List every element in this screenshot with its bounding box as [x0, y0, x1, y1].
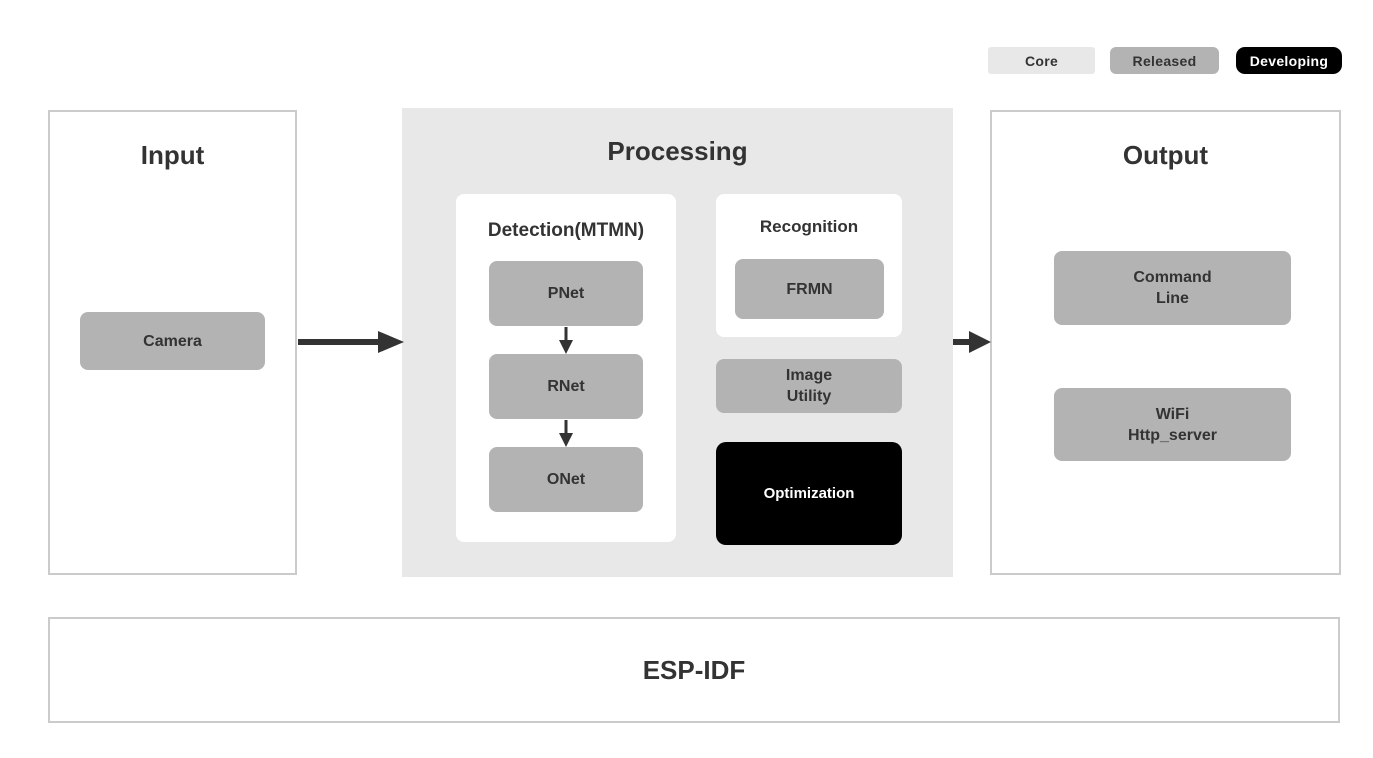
node-frmn: FRMN — [735, 259, 884, 319]
output-section-title: Output — [1122, 140, 1209, 170]
node-camera-label: Camera — [143, 332, 202, 350]
node-rnet-label: RNet — [547, 378, 585, 395]
node-camera: Camera — [80, 312, 265, 370]
node-pnet: PNet — [489, 261, 643, 326]
espidf-section-title: ESP-IDF — [642, 654, 746, 685]
node-optimization-label: Optimization — [763, 485, 855, 502]
input-section-title: Input — [140, 140, 205, 170]
node-optimization: Optimization — [716, 442, 902, 545]
legend-chip-developing: Developing — [1236, 47, 1342, 74]
detection-group-title: Detection(MTMN) — [487, 220, 645, 241]
node-command-line-label-line2: Line — [1156, 290, 1189, 307]
arrow-input-to-processing — [298, 331, 404, 353]
node-wifi-label-line2: Http_server — [1128, 426, 1217, 444]
legend-chip-released: Released — [1110, 47, 1219, 74]
output-section: Output — [990, 110, 1341, 575]
node-wifi-http-server: WiFi Http_server — [1054, 388, 1291, 461]
espidf-section: ESP-IDF — [48, 617, 1340, 723]
node-wifi-label-line1: WiFi — [1155, 405, 1190, 423]
node-image-utility-label-line1: Image — [785, 367, 833, 384]
node-onet-label: ONet — [546, 471, 586, 488]
node-onet: ONet — [489, 447, 643, 512]
arrow-processing-to-output — [953, 331, 991, 353]
node-frmn-label: FRMN — [786, 280, 833, 298]
processing-section-title: Processing — [607, 136, 748, 166]
node-pnet-label: PNet — [547, 285, 585, 302]
node-image-utility-label-line2: Utility — [786, 388, 832, 405]
node-image-utility: Image Utility — [716, 359, 902, 413]
node-command-line: Command Line — [1054, 251, 1291, 325]
legend-chip-core: Core — [988, 47, 1095, 74]
node-command-line-label-line1: Command — [1133, 269, 1212, 286]
node-rnet: RNet — [489, 354, 643, 419]
recognition-group-title: Recognition — [759, 217, 859, 236]
